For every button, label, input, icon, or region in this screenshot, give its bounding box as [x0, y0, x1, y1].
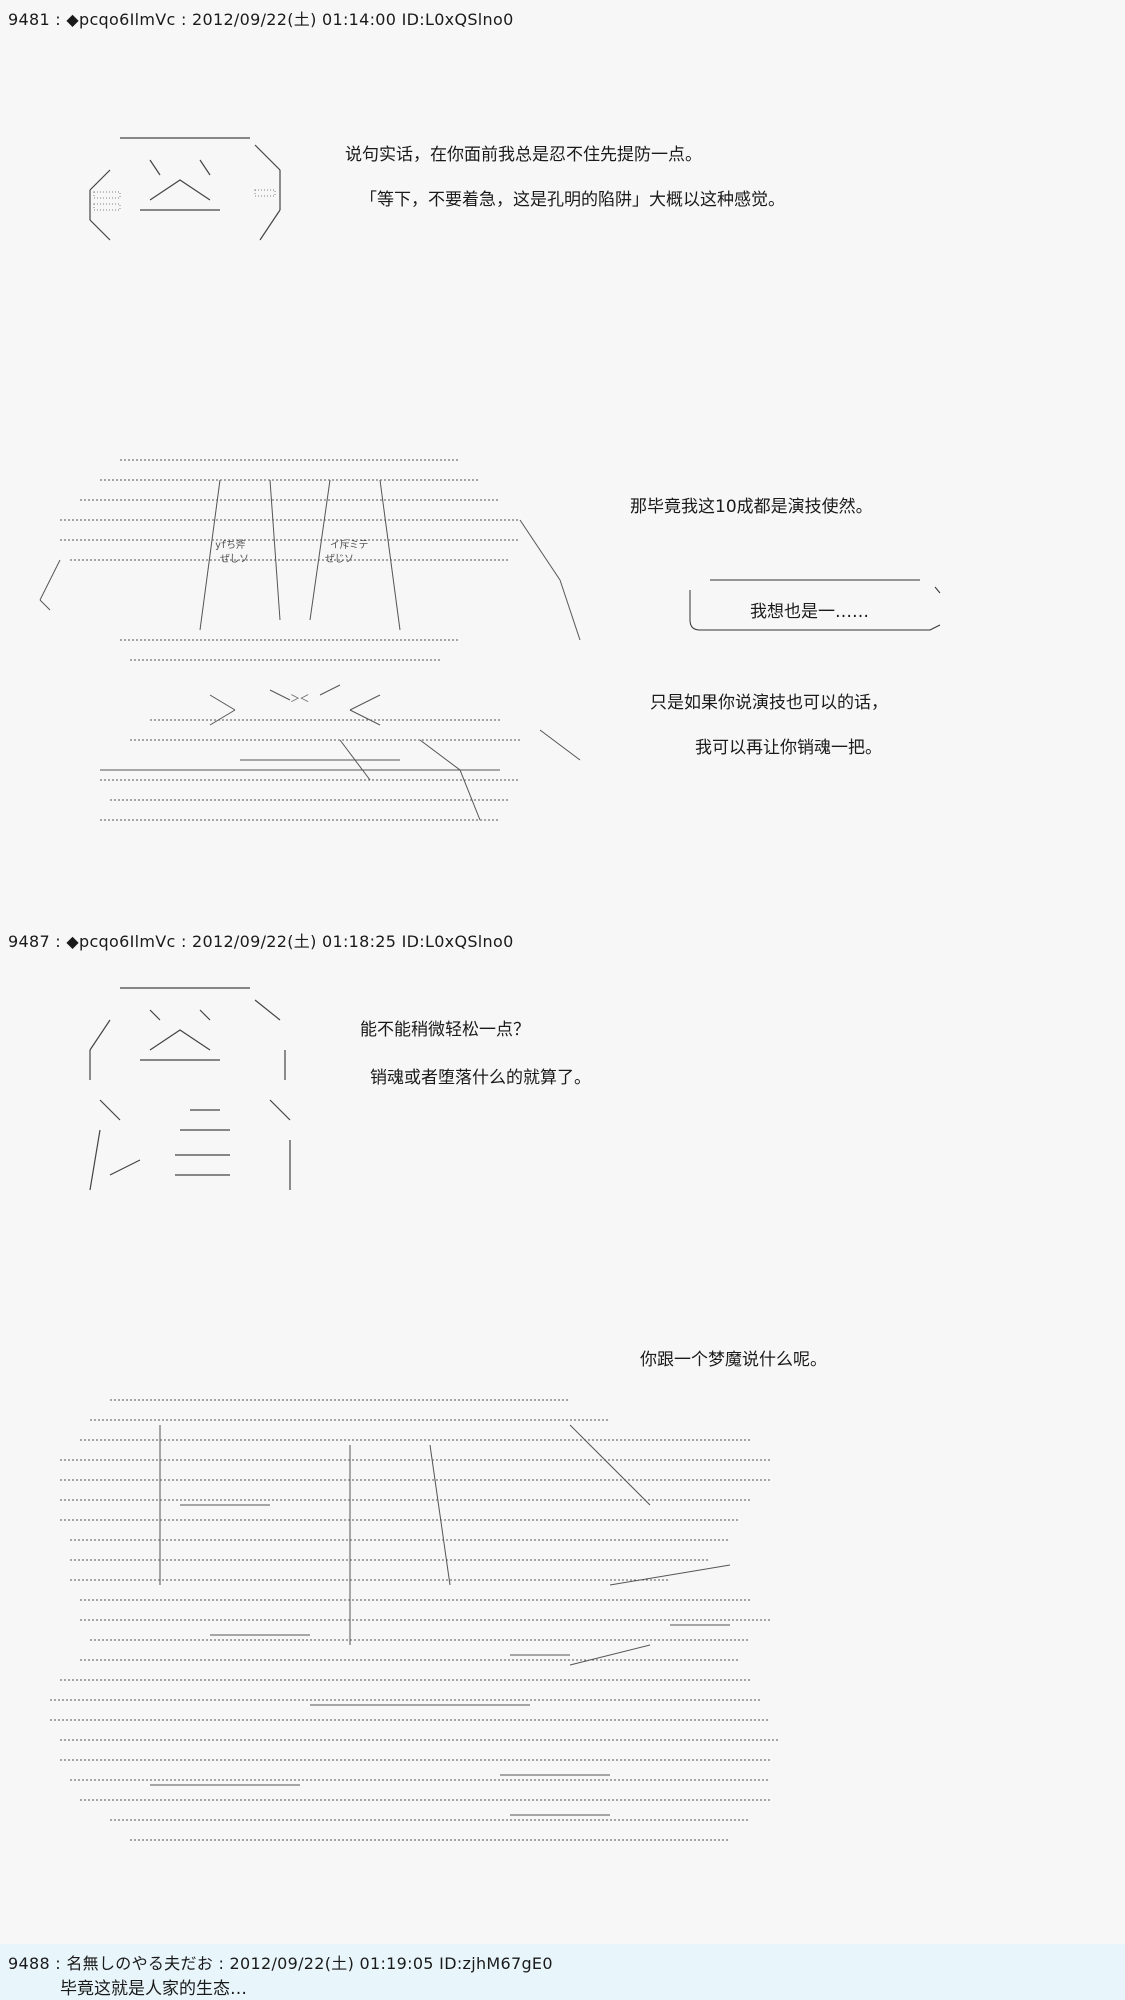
dialogue-line: 销魂或者堕落什么的就算了。 — [370, 1068, 591, 1088]
ascii-art-head-2 — [80, 980, 310, 1200]
dialogue-line: 我可以再让你销魂一把。 — [695, 738, 882, 758]
bubble-text: 我想也是一…… — [750, 602, 869, 622]
dialogue-line: 说句实话，在你面前我总是忍不住先提防一点。 — [345, 145, 702, 165]
post-header-9488: 9488 : 名無しのやる夫だお : 2012/09/22(土) 01:19:0… — [8, 1954, 553, 1973]
post-header-9487: 9487 : ◆pcqo6IlmVc : 2012/09/22(土) 01:18… — [8, 932, 514, 951]
post-header-9481: 9481 : ◆pcqo6IlmVc : 2012/09/22(土) 01:14… — [8, 10, 514, 29]
ascii-art-head-1 — [80, 100, 300, 250]
dialogue-line: 毕竟这就是人家的生态… — [60, 1979, 247, 1999]
dialogue-line: 只是如果你说演技也可以的话， — [650, 693, 888, 713]
dialogue-line: 能不能稍微轻松一点？ — [360, 1020, 530, 1040]
aa-face-text-left: yfち斧 — [215, 539, 246, 551]
dialogue-line: 那毕竟我这10成都是演技使然。 — [630, 497, 873, 517]
aa-face-mouth: ＞＜ — [290, 694, 309, 705]
ascii-art-body-2 — [50, 1385, 820, 1905]
speech-bubble: 我想也是一…… — [680, 575, 950, 640]
dialogue-line: 「等下，不要着急，这是孔明的陷阱」大概以这种感觉。 — [360, 190, 785, 210]
dialogue-line: 你跟一个梦魔说什么呢。 — [640, 1350, 827, 1370]
aa-face-text-right-2: ぜじソ — [325, 553, 354, 565]
aa-face-text-right: イ斥ミテ — [330, 539, 368, 551]
post-9488: 9488 : 名無しのやる夫だお : 2012/09/22(土) 01:19:0… — [0, 1944, 1125, 2000]
aa-face-text-left-2: ぜしソ — [220, 553, 249, 565]
ascii-art-face-1: yfち斧 ぜしソ イ斥ミテ ぜじソ ＞＜ — [39, 440, 600, 850]
